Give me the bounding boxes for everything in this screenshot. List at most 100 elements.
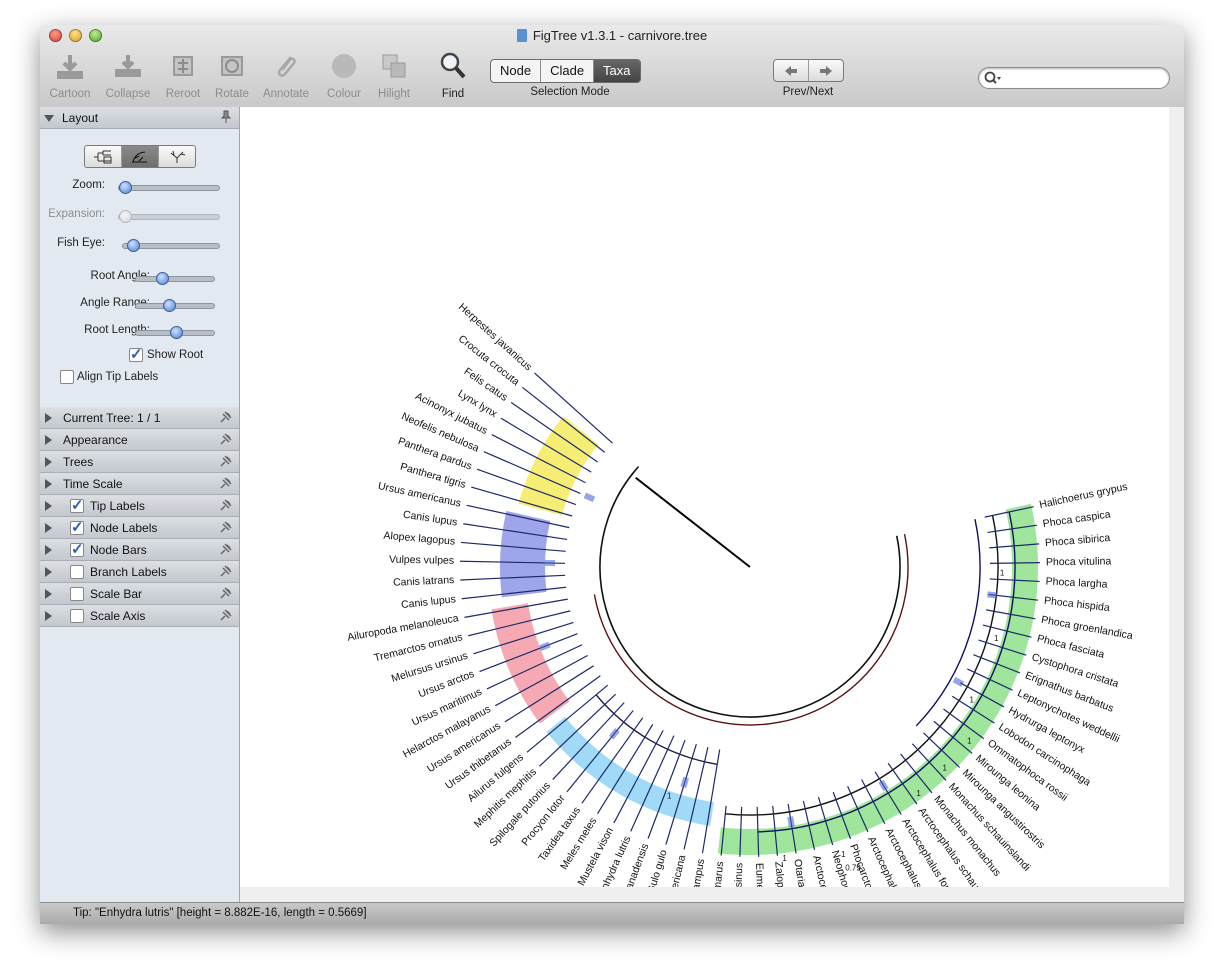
tip-branch[interactable]: [987, 524, 1038, 534]
tip-branch[interactable]: [739, 806, 743, 857]
zoom-window-button[interactable]: [89, 29, 102, 42]
root-length-slider[interactable]: [135, 326, 215, 339]
branch-labels-checkbox[interactable]: [70, 565, 84, 579]
pin-icon[interactable]: [219, 608, 233, 622]
tip-labels-checkbox[interactable]: [70, 496, 84, 514]
pin-icon[interactable]: [219, 586, 233, 600]
panel-header-trees[interactable]: Trees: [40, 451, 239, 473]
tip-branch[interactable]: [923, 732, 961, 768]
tip-branch[interactable]: [460, 541, 566, 552]
panel-header-node-labels[interactable]: Node Labels: [40, 517, 239, 539]
panel-header-time-scale[interactable]: Time Scale: [40, 473, 239, 495]
pin-icon[interactable]: [219, 476, 233, 490]
next-button[interactable]: [809, 60, 843, 81]
tip-branch[interactable]: [989, 578, 1040, 583]
tip-branch[interactable]: [887, 762, 918, 805]
tip-label[interactable]: Phoca hispida: [1043, 595, 1110, 614]
tip-label[interactable]: Zalophus californianus: [772, 861, 794, 887]
fish-eye-slider-knob[interactable]: [127, 239, 141, 252]
tip-branch[interactable]: [756, 806, 760, 857]
radial-layout-button[interactable]: [159, 146, 195, 167]
tip-branch[interactable]: [701, 749, 721, 854]
tip-label[interactable]: Phoca sibirica: [1045, 532, 1111, 549]
collapse-button[interactable]: Collapse: [100, 51, 156, 100]
tip-label[interactable]: Vulpes vulpes: [389, 554, 454, 567]
zoom-slider[interactable]: [118, 181, 220, 194]
find-button[interactable]: Find: [425, 51, 481, 100]
pin-icon[interactable]: [219, 542, 233, 556]
panel-header-scale-axis[interactable]: Scale Axis: [40, 605, 239, 627]
root-length-slider-knob[interactable]: [169, 326, 183, 339]
root-branch[interactable]: [635, 476, 751, 568]
tip-branch[interactable]: [647, 739, 686, 839]
panel-header-node-bars[interactable]: Node Bars: [40, 539, 239, 561]
panel-header-tip-labels[interactable]: Tip Labels: [40, 495, 239, 517]
tip-branch[interactable]: [665, 743, 697, 845]
tip-branch[interactable]: [471, 486, 573, 517]
tip-branch[interactable]: [597, 724, 654, 815]
tip-branch[interactable]: [461, 586, 567, 600]
tip-label[interactable]: Halichoerus grypus: [1038, 481, 1128, 511]
fish-eye-slider[interactable]: [122, 239, 220, 252]
reroot-button[interactable]: Reroot: [155, 51, 211, 100]
tip-branch[interactable]: [613, 730, 664, 824]
panel-header-appearance[interactable]: Appearance: [40, 429, 239, 451]
tip-label[interactable]: Otaria byronia: [791, 858, 813, 887]
tip-branch[interactable]: [630, 735, 675, 832]
tip-branch[interactable]: [473, 621, 574, 655]
tip-label[interactable]: Canis lupus: [402, 509, 458, 529]
expansion-slider[interactable]: [118, 210, 220, 223]
prev-button[interactable]: [774, 60, 809, 81]
tip-branch[interactable]: [911, 743, 947, 781]
pin-icon[interactable]: [219, 498, 233, 512]
tip-branch[interactable]: [982, 624, 1032, 638]
root-angle-slider-knob[interactable]: [156, 272, 170, 285]
node-labels-checkbox[interactable]: [70, 518, 84, 536]
tip-branch[interactable]: [984, 506, 1034, 518]
tip-branch[interactable]: [479, 633, 578, 673]
hilight-button[interactable]: Hilight: [366, 51, 422, 100]
tip-label[interactable]: Gulo gulo: [645, 848, 670, 887]
tip-branch[interactable]: [526, 684, 609, 753]
tip-label[interactable]: Odobenus rosmarus: [705, 861, 726, 887]
tip-label[interactable]: Canis latrans: [393, 574, 455, 589]
zoom-slider-knob[interactable]: [119, 181, 132, 194]
selection-mode-node[interactable]: Node: [491, 60, 542, 82]
tip-branch[interactable]: [495, 654, 588, 707]
rectangular-layout-button[interactable]: [85, 146, 122, 167]
align-tip-labels-checkbox[interactable]: [60, 370, 74, 384]
tip-branch[interactable]: [486, 644, 583, 690]
rotate-button[interactable]: Rotate: [204, 51, 260, 100]
close-window-button[interactable]: [49, 29, 62, 42]
tip-branch[interactable]: [832, 791, 852, 840]
tip-branch[interactable]: [510, 401, 599, 463]
polar-layout-button[interactable]: [122, 146, 159, 167]
tip-label[interactable]: Canis lupus: [401, 593, 457, 611]
tip-label[interactable]: Alopex lagopus: [383, 530, 456, 548]
tip-branch[interactable]: [951, 695, 995, 724]
panel-header-scale-bar[interactable]: Scale Bar: [40, 583, 239, 605]
selection-mode-taxa[interactable]: Taxa: [594, 60, 640, 82]
root-angle-slider[interactable]: [135, 272, 215, 285]
show-root-checkbox[interactable]: [129, 345, 143, 363]
tip-branch[interactable]: [534, 372, 613, 444]
tip-branch[interactable]: [483, 451, 581, 494]
scale-bar-checkbox[interactable]: [70, 587, 84, 601]
tip-branch[interactable]: [491, 434, 586, 484]
tip-branch[interactable]: [989, 562, 1040, 565]
tip-branch[interactable]: [787, 803, 797, 854]
colour-button[interactable]: Colour: [316, 51, 372, 100]
tip-branch[interactable]: [463, 523, 568, 541]
node-bars-checkbox[interactable]: [70, 540, 84, 558]
tip-branch[interactable]: [817, 796, 834, 846]
tip-branch[interactable]: [538, 693, 617, 767]
tip-branch[interactable]: [874, 771, 902, 815]
tip-branch[interactable]: [466, 504, 570, 529]
tip-label[interactable]: Eumetopias jubatus: [753, 863, 768, 887]
tip-branch[interactable]: [772, 805, 779, 856]
tip-branch[interactable]: [802, 800, 816, 850]
pin-icon[interactable]: [219, 564, 233, 578]
tip-label[interactable]: Phoca vitulina: [1046, 555, 1112, 568]
